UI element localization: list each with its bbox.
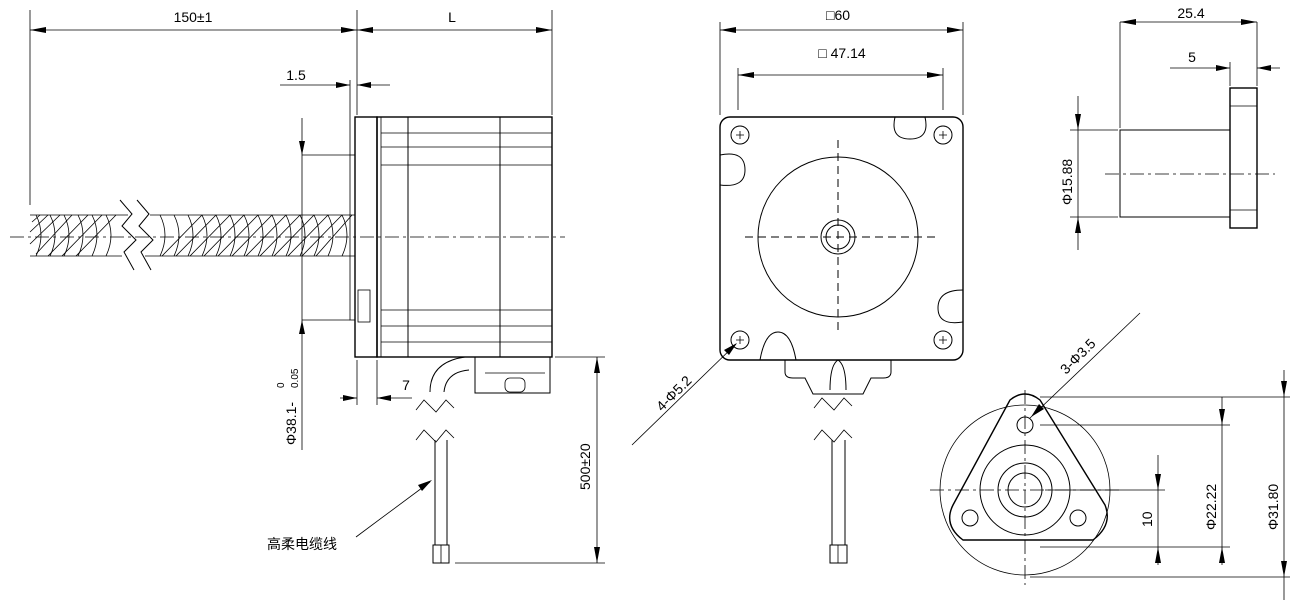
side-view: 150±1 L 1.5 Φ38.1- 0 0.05 7 500±20 高柔电缆线: [10, 9, 605, 564]
dim-nut-flange-diameter: Φ31.80: [1265, 484, 1281, 530]
motor-body-side: [349, 116, 553, 564]
dim-motor-length: L: [448, 9, 456, 25]
dim-nut-hole-circle: Φ22.22: [1203, 484, 1219, 530]
nut-front-view: 3-Φ3.5 10 Φ22.22 Φ31.80: [930, 312, 1290, 600]
motor-face: [719, 116, 964, 564]
dim-nut-length: 25.4: [1177, 5, 1204, 21]
front-view: □60 □ 47.14 4-Φ5.2: [631, 7, 964, 564]
dim-pilot-tol-upper: 0: [276, 382, 287, 388]
dim-hole-spacing: □ 47.14: [818, 45, 866, 61]
dim-mount-holes: 4-Φ5.2: [653, 372, 695, 414]
dim-nut-holes: 3-Φ3.5: [1057, 335, 1099, 377]
dim-pilot-height: 7: [402, 377, 410, 393]
dim-screw-length: 150±1: [174, 9, 213, 25]
dim-flange-thickness: 1.5: [286, 67, 306, 83]
dim-pilot-tol-lower: 0.05: [290, 368, 301, 388]
dim-nut-flange: 5: [1188, 49, 1196, 65]
dim-pilot-diameter: Φ38.1-: [283, 402, 299, 445]
side-dimensions: [29, 10, 605, 564]
dim-cable-length: 500±20: [577, 443, 593, 490]
dim-nut-offset: 10: [1139, 511, 1155, 527]
lead-screw: [29, 199, 355, 271]
cable-label: 高柔电缆线: [267, 536, 337, 553]
nut-side-view: 25.4 5 Φ15.88: [1059, 5, 1280, 250]
dim-nut-diameter: Φ15.88: [1059, 159, 1075, 205]
dim-frame-size: □60: [826, 7, 850, 23]
